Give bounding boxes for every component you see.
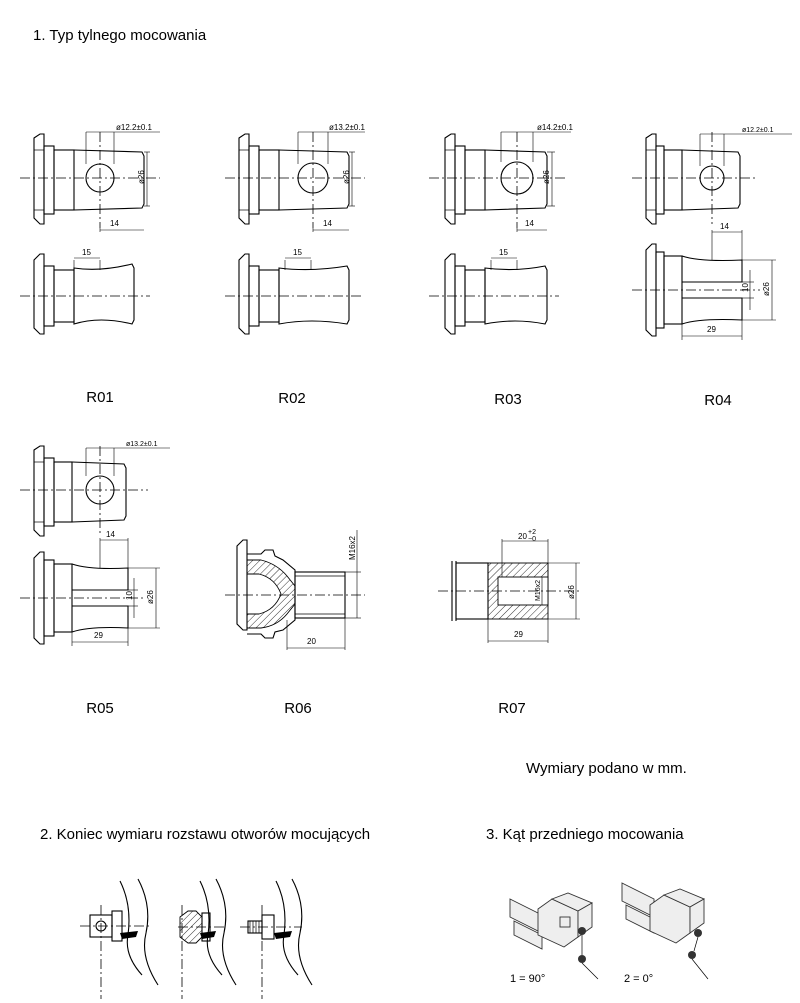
r05-top-view: ø13.2±0.1: [20, 441, 170, 537]
r03-dia-dim: ø26: [542, 170, 551, 184]
r02-top-view: ø13.2±0.1 ø26 14: [225, 123, 366, 232]
drawing-r04: ø12.2±0.1 14 10 ø26: [630, 120, 795, 350]
r02-dia-dim: ø26: [342, 170, 351, 184]
r07-tol-lower: −0: [528, 536, 536, 543]
r05-side-view: 14 10 ø26 29: [20, 530, 160, 646]
r07-tol-upper: +2: [528, 529, 536, 536]
r03-side-view: 15: [429, 248, 559, 335]
r05-dia-dim: ø26: [146, 590, 155, 604]
drawing-r01: ø12.2±0.1 ø26 14 15: [20, 120, 170, 365]
r01-width-dim: 15: [82, 248, 91, 257]
code-r04: R04: [704, 392, 732, 409]
r07-section-view: 20 +2 −0 M16x2 ø26 29: [438, 529, 580, 643]
drawing-r03: ø14.2±0.1 ø26 14 15: [425, 120, 580, 365]
r05-slot-dim: 10: [125, 591, 134, 600]
r01-hole-dim: ø12.2±0.1: [116, 123, 153, 132]
r04-top-view: ø12.2±0.1: [632, 127, 792, 225]
r07-dia-dim: ø26: [567, 585, 576, 599]
heading-mounting-hole-end: 2. Koniec wymiaru rozstawu otworów mocuj…: [40, 826, 371, 843]
code-r03: R03: [494, 391, 522, 408]
r06-length-dim: 20: [307, 637, 316, 646]
r04-slot-dim: 10: [741, 283, 750, 292]
drawing-front-angle-variants: 1 = 90° 2 = 0°: [498, 875, 728, 990]
front-angle-variant-0: [621, 882, 709, 980]
drawing-r02: ø13.2±0.1 ø26 14 15: [225, 120, 375, 365]
angle-label-0: 2 = 0°: [624, 973, 653, 985]
r02-width-dim: 15: [293, 248, 302, 257]
r04-length-dim: 29: [707, 325, 716, 334]
r01-side-view: 15: [20, 248, 150, 335]
r01-dist-dim: 14: [110, 219, 119, 228]
front-angle-variant-90: [509, 892, 599, 980]
code-r02: R02: [278, 390, 306, 407]
code-r05: R05: [86, 700, 114, 717]
r04-dist-dim: 14: [720, 222, 729, 231]
r03-hole-dim: ø14.2±0.1: [537, 123, 574, 132]
r01-top-view: ø12.2±0.1 ø26 14: [20, 123, 160, 232]
units-note: Wymiary podano w mm.: [526, 760, 687, 777]
r04-hole-dim: ø12.2±0.1: [742, 127, 774, 134]
drawing-hole-end-variants: [80, 875, 330, 1003]
heading-front-mount-angle: 3. Kąt przedniego mocowania: [486, 826, 684, 843]
r03-width-dim: 15: [499, 248, 508, 257]
hole-end-variant-2: [178, 878, 237, 999]
hole-end-variant-3: [240, 878, 313, 999]
r03-dist-dim: 14: [525, 219, 534, 228]
hole-end-variant-1: [80, 878, 159, 999]
drawing-r06: M16x2 20: [225, 510, 375, 665]
r05-dist-dim: 14: [106, 530, 115, 539]
r01-dia-dim: ø26: [137, 170, 146, 184]
code-r06: R06: [284, 700, 312, 717]
heading-rear-mount-type: 1. Typ tylnego mocowania: [33, 27, 207, 44]
drawing-r07: 20 +2 −0 M16x2 ø26 29: [430, 525, 600, 655]
r04-side-view: 14 10 ø26 29: [632, 222, 776, 340]
r02-hole-dim: ø13.2±0.1: [329, 123, 366, 132]
r03-top-view: ø14.2±0.1 ø26 14: [429, 123, 574, 232]
r07-thread-dim: M16x2: [535, 580, 542, 601]
drawing-r05: ø13.2±0.1 14 10 ø26 29: [20, 432, 185, 662]
r05-length-dim: 29: [94, 631, 103, 640]
code-r01: R01: [86, 389, 114, 406]
r06-section-view: M16x2 20: [225, 530, 365, 650]
r05-hole-dim: ø13.2±0.1: [126, 441, 158, 448]
r07-depth-dim: 20: [518, 532, 527, 541]
angle-label-90: 1 = 90°: [510, 973, 545, 985]
r04-dia-dim: ø26: [762, 282, 771, 296]
r06-thread-dim: M16x2: [348, 535, 357, 560]
r02-dist-dim: 14: [323, 219, 332, 228]
r02-side-view: 15: [225, 248, 361, 335]
code-r07: R07: [498, 700, 526, 717]
r07-length-dim: 29: [514, 630, 523, 639]
